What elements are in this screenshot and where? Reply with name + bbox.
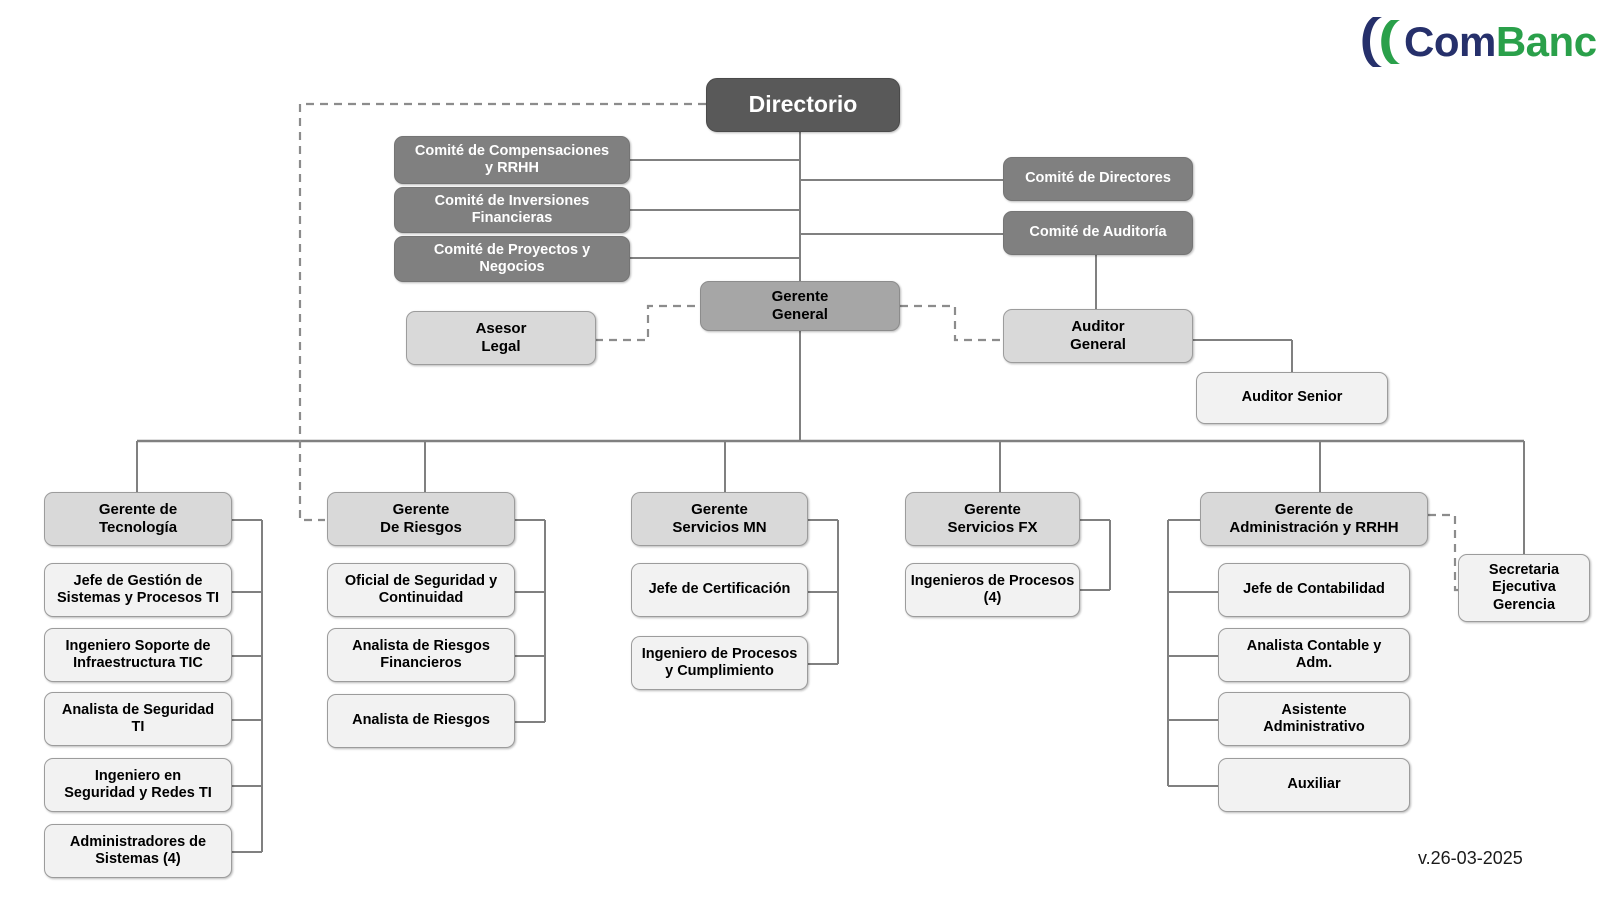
- node-directorio[interactable]: Directorio: [706, 78, 900, 132]
- node-oficial-seguridad-continuidad[interactable]: Oficial de Seguridad y Continuidad: [327, 563, 515, 617]
- node-gerente-tecnologia[interactable]: Gerente de Tecnología: [44, 492, 232, 546]
- node-administradores-sistemas[interactable]: Administradores de Sistemas (4): [44, 824, 232, 878]
- logo-text-banc: Banc: [1495, 18, 1597, 65]
- double-arc-icon: [1360, 14, 1402, 70]
- node-comite-compensaciones-rrhh[interactable]: Comité de Compensaciones y RRHH: [394, 136, 630, 184]
- node-secretaria-ejecutiva-gerencia[interactable]: Secretaria Ejecutiva Gerencia: [1458, 554, 1590, 622]
- node-gerente-servicios-mn[interactable]: Gerente Servicios MN: [631, 492, 808, 546]
- node-asistente-administrativo[interactable]: Asistente Administrativo: [1218, 692, 1410, 746]
- node-gerente-servicios-fx[interactable]: Gerente Servicios FX: [905, 492, 1080, 546]
- node-auxiliar[interactable]: Auxiliar: [1218, 758, 1410, 812]
- node-comite-proyectos-negocios[interactable]: Comité de Proyectos y Negocios: [394, 236, 630, 282]
- node-jefe-certificacion[interactable]: Jefe de Certificación: [631, 563, 808, 617]
- node-auditor-general[interactable]: Auditor General: [1003, 309, 1193, 363]
- node-comite-directores[interactable]: Comité de Directores: [1003, 157, 1193, 201]
- node-gerente-administracion-rrhh[interactable]: Gerente de Administración y RRHH: [1200, 492, 1428, 546]
- node-ingeniero-seguridad-redes-ti[interactable]: Ingeniero en Seguridad y Redes TI: [44, 758, 232, 812]
- node-analista-de-riesgos[interactable]: Analista de Riesgos: [327, 694, 515, 748]
- node-gerente-de-riesgos[interactable]: Gerente De Riesgos: [327, 492, 515, 546]
- node-ingeniero-soporte-infraestructura-tic[interactable]: Ingeniero Soporte de Infraestructura TIC: [44, 628, 232, 682]
- node-auditor-senior[interactable]: Auditor Senior: [1196, 372, 1388, 424]
- node-gerente-general[interactable]: Gerente General: [700, 281, 900, 331]
- node-jefe-gestion-sistemas-procesos-ti[interactable]: Jefe de Gestión de Sistemas y Procesos T…: [44, 563, 232, 617]
- node-comite-auditoria[interactable]: Comité de Auditoría: [1003, 211, 1193, 255]
- node-analista-contable-adm[interactable]: Analista Contable y Adm.: [1218, 628, 1410, 682]
- version-label: v.26-03-2025: [1418, 848, 1523, 868]
- node-ingeniero-procesos-cumplimiento[interactable]: Ingeniero de Procesos y Cumplimiento: [631, 636, 808, 690]
- node-analista-seguridad-ti[interactable]: Analista de Seguridad TI: [44, 692, 232, 746]
- node-analista-riesgos-financieros[interactable]: Analista de Riesgos Financieros: [327, 628, 515, 682]
- node-jefe-contabilidad[interactable]: Jefe de Contabilidad: [1218, 563, 1410, 617]
- combanc-logo: Com Banc: [1360, 14, 1597, 70]
- node-asesor-legal[interactable]: Asesor Legal: [406, 311, 596, 365]
- node-comite-inversiones-financieras[interactable]: Comité de Inversiones Financieras: [394, 187, 630, 233]
- logo-text-com: Com: [1404, 18, 1496, 65]
- node-ingenieros-procesos-fx[interactable]: Ingenieros de Procesos (4): [905, 563, 1080, 617]
